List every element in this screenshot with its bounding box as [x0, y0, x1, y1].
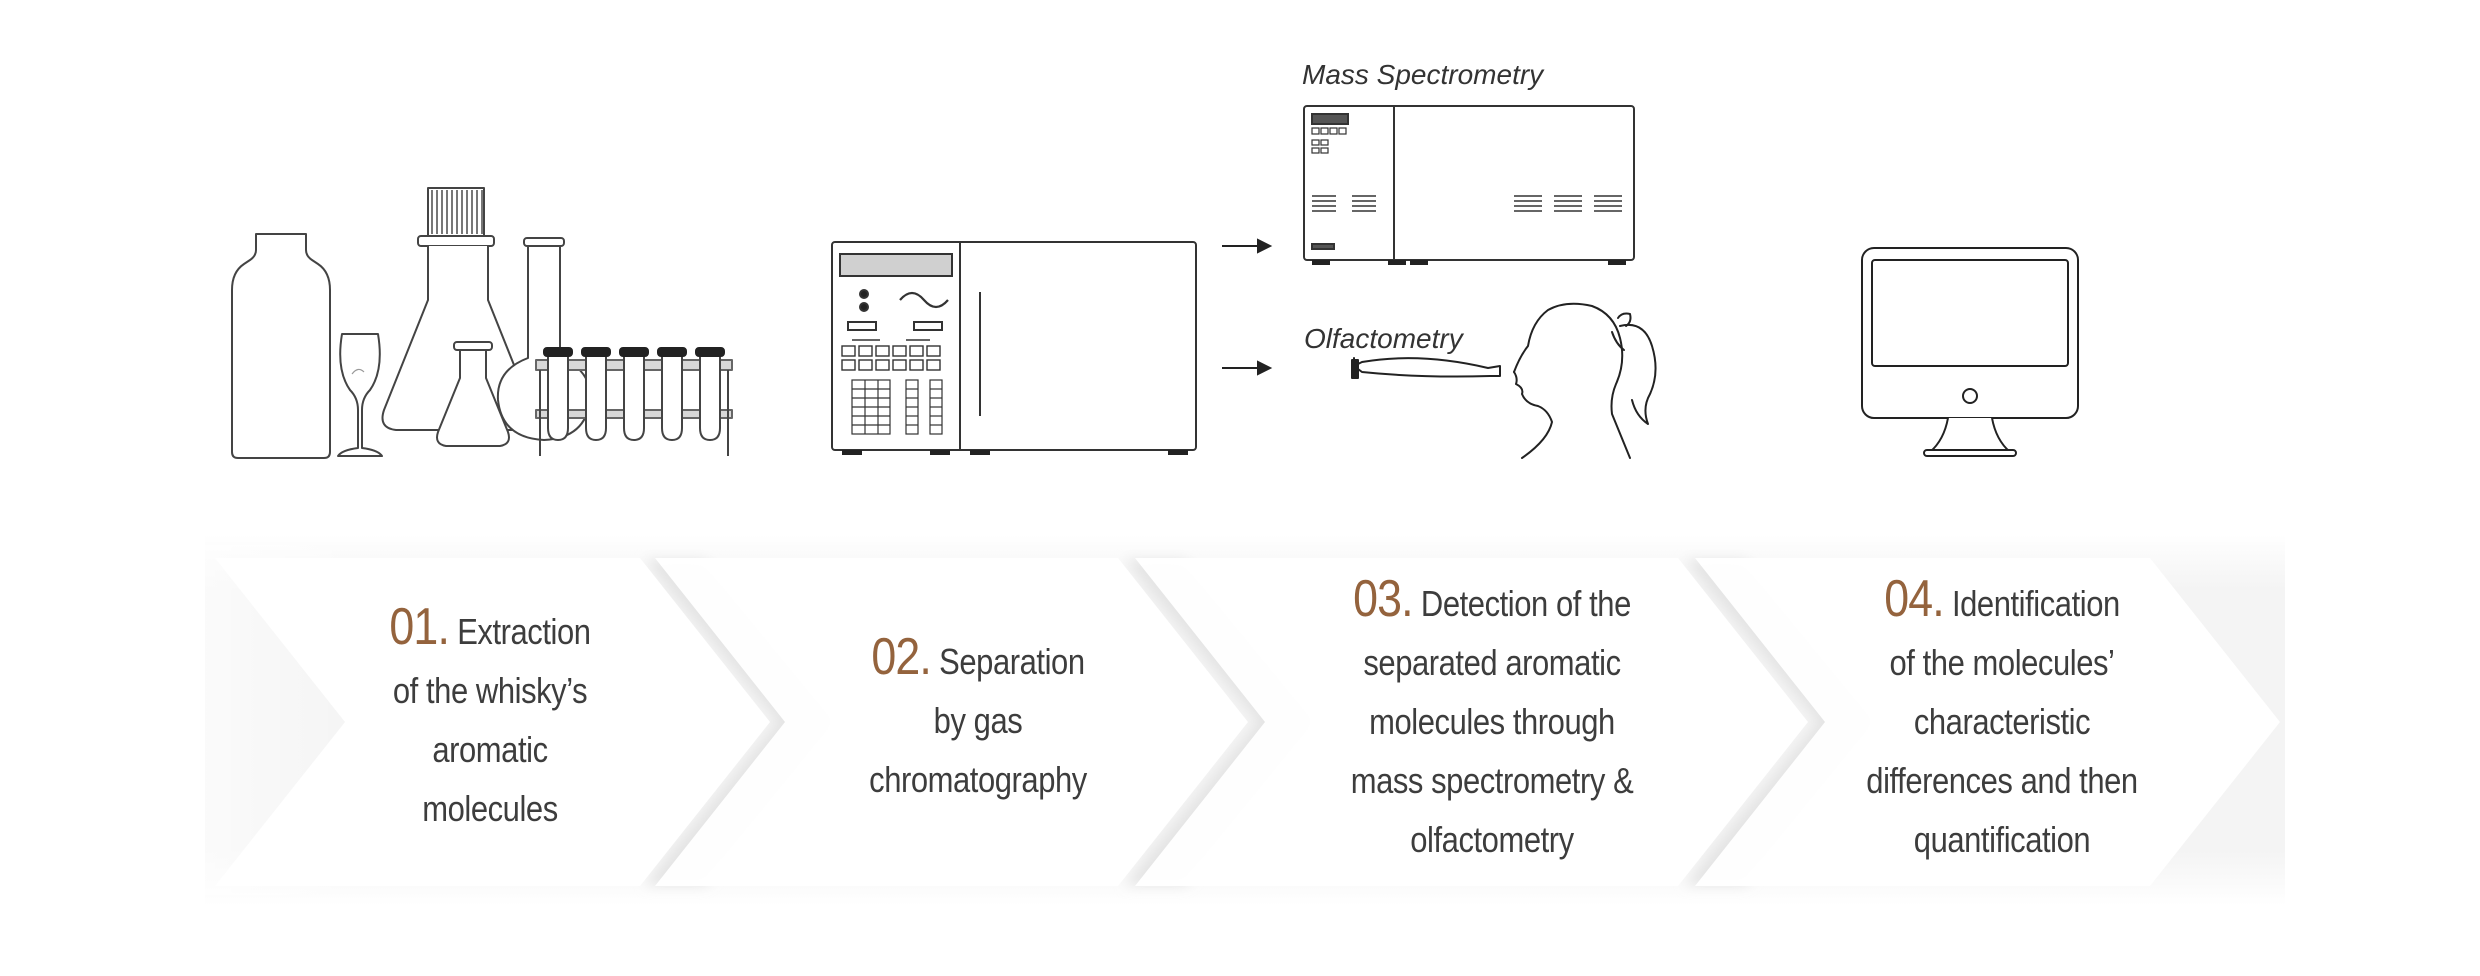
step-3-text: 03. Detection of the separated aromatic … — [1320, 570, 1664, 869]
step-2-line-3: chromatography — [869, 759, 1087, 800]
step-2-line-2: by gas — [933, 700, 1023, 741]
olfactometry-label: Olfactometry — [1304, 323, 1465, 354]
step-1-text: 01. Extraction of the whisky’s aromatic … — [352, 598, 627, 838]
step-4-line-3: characteristic — [1913, 701, 2091, 742]
step-4-line-1: Identification — [1951, 583, 2120, 624]
step-1-line-1: Extraction — [457, 611, 591, 652]
arrow-to-mass-spec — [1222, 238, 1273, 254]
mass-spectrometer-icon — [1303, 105, 1635, 265]
step-4-line-5: quantification — [1913, 819, 2091, 860]
step-3-number: 03. — [1353, 570, 1413, 628]
chevron-step-3 — [1135, 558, 1808, 886]
step-2-text: 02. Separation by gas chromatography — [832, 628, 1124, 809]
step-2-number: 02. — [871, 628, 931, 686]
arrow-to-olfactometry — [1222, 360, 1273, 376]
step-2-line-1: Separation — [939, 641, 1085, 682]
step-3-line-5: olfactometry — [1410, 819, 1574, 860]
chevron-step-2 — [655, 558, 1248, 886]
chevron-step-4 — [1695, 558, 2280, 886]
gas-chromatograph-icon — [831, 241, 1197, 455]
step-3-line-4: mass spectrometry & — [1350, 760, 1634, 801]
monitor-icon — [1861, 247, 2079, 457]
step-4-line-2: of the molecules’ — [1889, 642, 2115, 683]
step-1-number: 01. — [389, 598, 450, 656]
step-1-line-3: aromatic — [432, 729, 548, 770]
step-4-line-4: differences and then — [1866, 760, 2138, 801]
step-3-line-2: separated aromatic — [1363, 642, 1621, 683]
step-4-number: 04. — [1884, 570, 1944, 628]
step-1-line-4: molecules — [422, 788, 558, 829]
left-fade — [205, 545, 365, 895]
glassware-icon — [231, 187, 733, 459]
step-3-line-1: Detection of the — [1420, 583, 1631, 624]
step-4-text: 04. Identification of the molecules’ cha… — [1839, 570, 2166, 869]
step-3-line-3: molecules through — [1369, 701, 1615, 742]
step-1-line-2: of the whisky’s — [392, 670, 588, 711]
olfactometry-icon — [1351, 302, 1657, 459]
mass-spectrometry-label: Mass Spectrometry — [1302, 59, 1545, 90]
